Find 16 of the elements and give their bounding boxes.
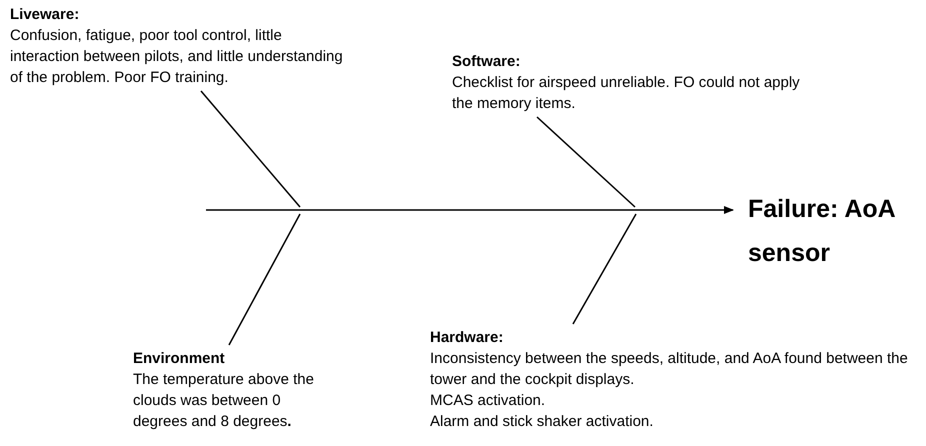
bone-line — [228, 214, 301, 346]
cause-text: Inconsistency between the speeds, altitude, and AoA found between the tower and the cockpit displays. — [430, 349, 909, 390]
category-heading: Hardware: — [430, 328, 504, 348]
cause-text: Alarm and stick shaker activation. — [430, 412, 654, 432]
category-heading: Software: — [452, 52, 522, 72]
bone-line — [200, 90, 301, 208]
cause-text: MCAS activation. — [430, 391, 546, 411]
cause-text: The temperature above the clouds was between 0 degrees and 8 degrees. — [133, 370, 315, 432]
cause-text: Checklist for airspeed unreliable. FO could not apply the memory items. — [452, 73, 801, 114]
cause-text: Confusion, fatigue, poor tool control, little interaction between pilots, and little understanding of the problem. Poor FO training. — [10, 26, 344, 88]
effect-label: Failure: AoA sensor — [748, 194, 896, 269]
category-heading: Environment — [133, 349, 226, 369]
bone-line — [572, 214, 637, 324]
bone-line — [536, 116, 636, 208]
spine-arrow — [206, 206, 734, 214]
category-heading: Liveware: — [10, 5, 80, 25]
